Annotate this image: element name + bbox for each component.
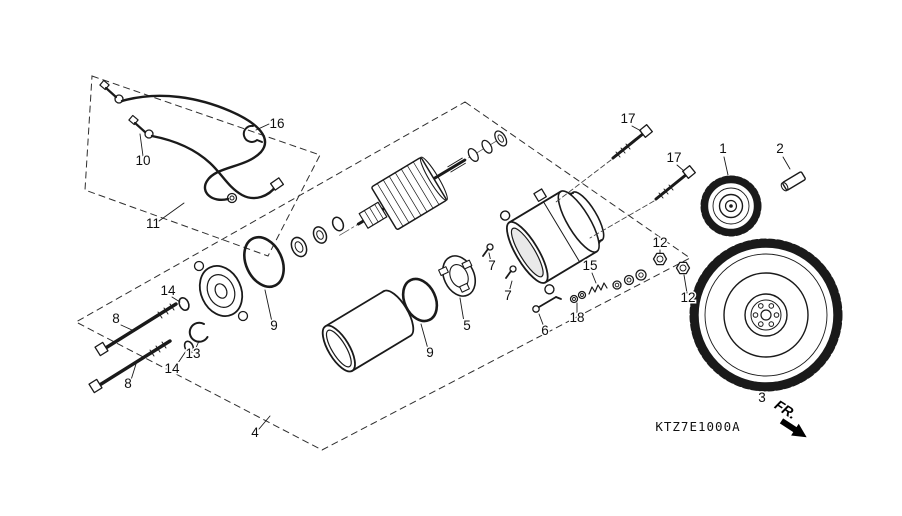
armature xyxy=(339,130,508,236)
terminal-washers-18 xyxy=(569,290,587,304)
part-label-7a: 7 xyxy=(488,258,496,273)
front-direction-arrow-icon xyxy=(779,418,807,438)
part-label-10: 10 xyxy=(135,153,150,168)
brush-holder-plate xyxy=(438,255,477,297)
washer-14-upper xyxy=(178,297,190,311)
part-label-6: 6 xyxy=(541,323,549,338)
front-direction-indicator: FR. xyxy=(772,396,807,438)
through-bolt-lower xyxy=(88,339,172,394)
shaft-washers xyxy=(290,216,345,258)
brush-spring xyxy=(588,282,608,295)
terminal-washer-row xyxy=(612,269,647,290)
part-label-17b: 17 xyxy=(666,150,681,165)
terminal-nut-lower xyxy=(675,261,691,275)
brush-screw-lower xyxy=(505,265,517,279)
dowel-pin xyxy=(780,171,806,192)
part-label-14a: 14 xyxy=(160,283,176,298)
part-label-12b: 12 xyxy=(680,290,695,305)
diagram-code: KTZ7E1000A xyxy=(655,419,740,434)
cable-harness xyxy=(99,79,285,204)
part-label-8b: 8 xyxy=(124,376,132,391)
part-label-14b: 14 xyxy=(164,361,180,376)
part-label-5: 5 xyxy=(463,318,471,333)
part-label-3: 3 xyxy=(758,390,766,405)
part-label-1: 1 xyxy=(719,141,727,156)
part-label-11: 11 xyxy=(146,216,160,231)
snap-ring-13 xyxy=(188,321,209,343)
motor-yoke xyxy=(321,289,415,373)
cable-group-boundary-box xyxy=(84,75,321,257)
o-ring-front xyxy=(243,235,285,289)
through-bolt-upper xyxy=(94,302,178,357)
part-label-13: 13 xyxy=(185,346,200,361)
terminal-nut-upper xyxy=(652,252,668,266)
part-labels: 16 10 11 17 17 1 2 12 12 15 7 7 5 6 18 9… xyxy=(111,110,786,442)
part-label-18: 18 xyxy=(569,310,584,325)
label-leader-lines xyxy=(120,123,791,430)
part-label-16: 16 xyxy=(269,116,284,131)
part-label-7b: 7 xyxy=(504,288,512,303)
part-label-9a: 9 xyxy=(270,318,278,333)
mounting-bolt-17-lower xyxy=(589,165,696,239)
part-label-9b: 9 xyxy=(426,345,434,360)
washer-14-lower xyxy=(183,340,195,354)
part-label-15: 15 xyxy=(582,258,597,273)
starter-motor-boundary-box xyxy=(74,101,691,451)
part-label-2: 2 xyxy=(776,141,784,156)
cable-clip xyxy=(242,124,263,143)
end-cover xyxy=(193,260,249,322)
cable-stay xyxy=(532,296,562,313)
brush-screw-upper xyxy=(482,243,494,257)
part-label-4: 4 xyxy=(251,425,259,440)
clutch-gear xyxy=(689,238,843,392)
driven-gear xyxy=(700,175,762,237)
motor-housing xyxy=(499,188,605,295)
mounting-bolt-17-upper xyxy=(555,124,653,203)
part-label-17a: 17 xyxy=(620,111,635,126)
front-label: FR. xyxy=(772,396,800,422)
part-label-12a: 12 xyxy=(652,235,667,250)
part-label-8a: 8 xyxy=(112,311,120,326)
o-ring-rear xyxy=(401,277,439,323)
